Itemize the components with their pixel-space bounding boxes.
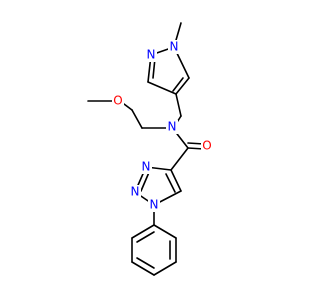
bond-triazole-c4-c5-double: [165, 173, 176, 193]
bond-pyrazole-c5-c4-double: [172, 77, 184, 92]
structure-svg: N N O N O N N N: [87, 22, 213, 276]
bond-phenyl-c1-c2: [153, 224, 177, 239]
atom-n-pyrazole-double: N: [145, 48, 157, 62]
bond-pyrazole-c4-c3: [147, 81, 177, 95]
bond-phenyl-c3-c4: [153, 261, 177, 276]
bond-ethyl-to-o: [123, 103, 133, 111]
bond-triazole-c4-c5: [170, 169, 182, 192]
atom-label-n: N: [147, 48, 156, 62]
atom-n-amide: N: [166, 120, 178, 134]
atom-label-n: N: [150, 198, 159, 212]
bond-phenyl-c4-c5: [131, 261, 155, 276]
atom-label-n: N: [170, 40, 179, 54]
atom-label-n: N: [131, 185, 140, 199]
atom-label-o: O: [202, 139, 211, 153]
bond-phenyl-c6-c1: [131, 224, 155, 239]
atom-label-n: N: [168, 120, 177, 134]
atom-n-triazole-1: N: [148, 198, 160, 212]
atom-label-o: O: [113, 94, 122, 108]
molecule-diagram: N N O N O N N N: [87, 22, 213, 276]
atom-o-methoxy: O: [112, 94, 124, 108]
bond-ethyl-c1-c2: [131, 109, 143, 129]
bond-carbonyl-c-to-triazole-c4: [170, 147, 189, 171]
bond-pyrazole-c5-c4: [175, 77, 190, 95]
bond-pyrazole-to-ch2: [175, 93, 182, 117]
atom-label-n: N: [142, 160, 151, 174]
bond-phenyl-c6-c1-double: [136, 231, 155, 243]
atom-n-triazole-3: N: [140, 160, 152, 174]
bond-phenyl-c4-c5-double: [136, 257, 155, 269]
atom-n-pyrazole-methyl: N: [168, 40, 180, 54]
atom-n-triazole-2: N: [129, 185, 141, 199]
atom-o-carbonyl: O: [201, 139, 213, 153]
